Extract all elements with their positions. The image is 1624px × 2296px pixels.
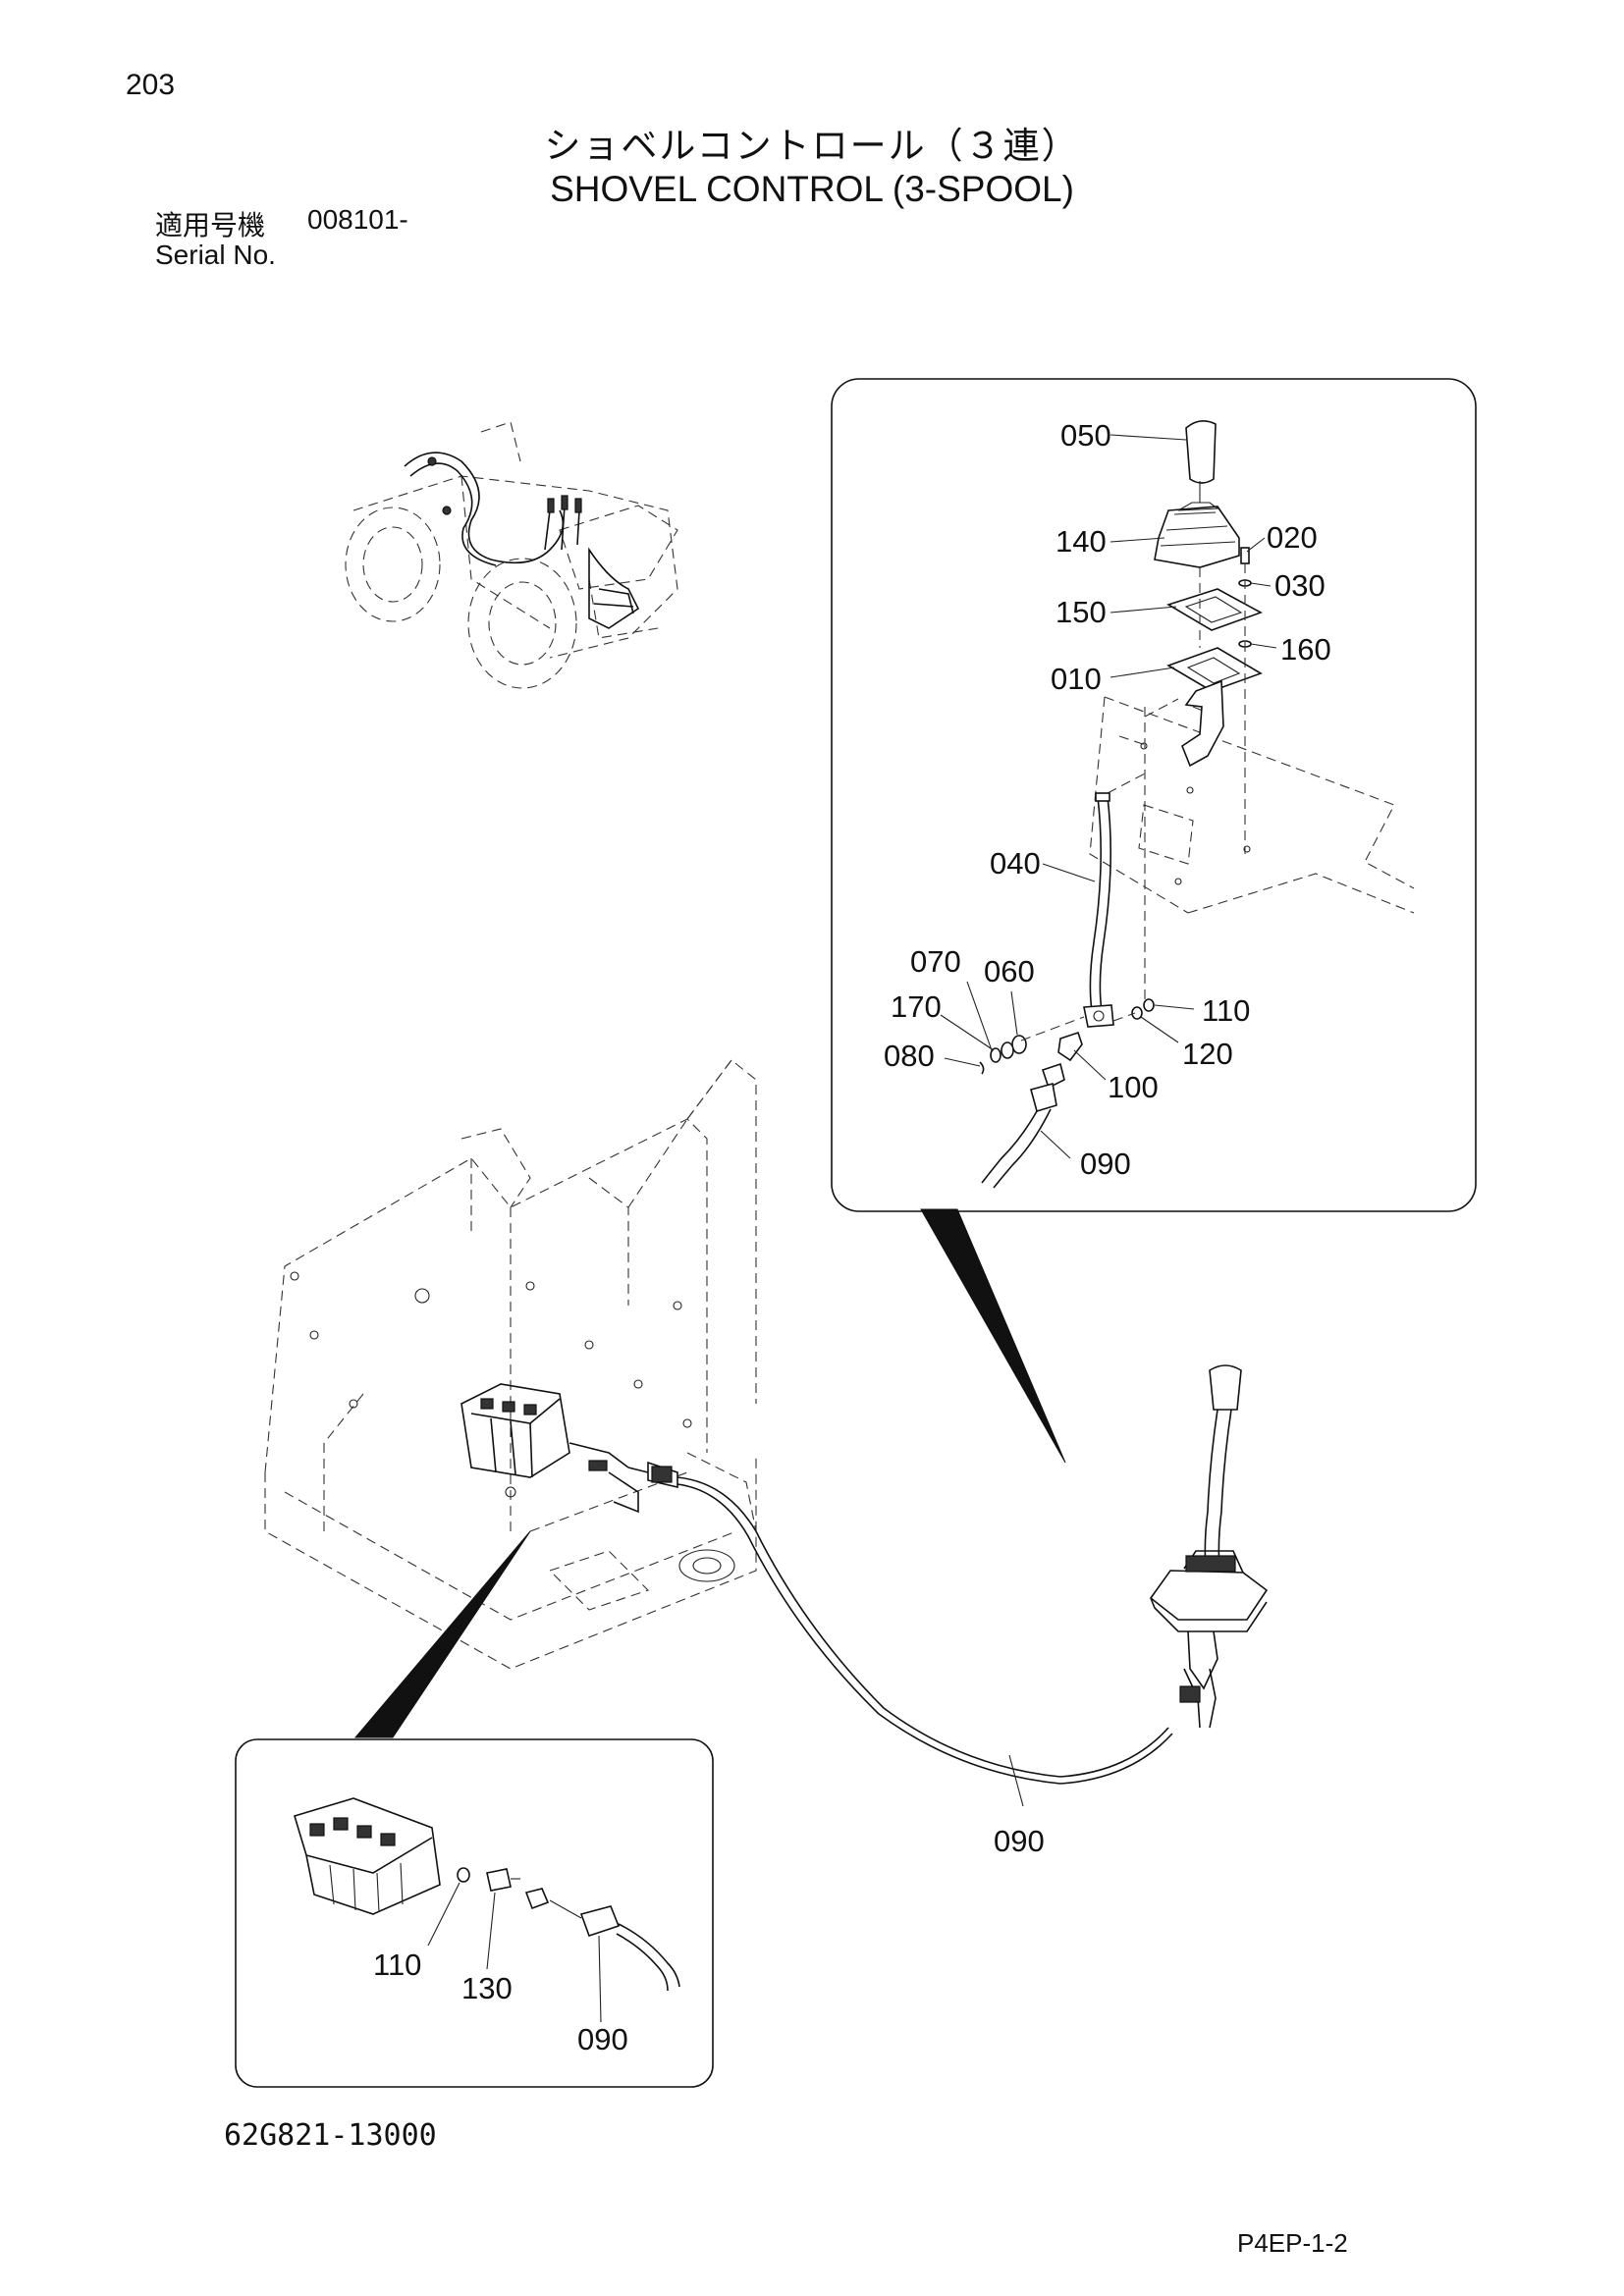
detail-wedge-pointers bbox=[353, 1208, 1066, 1738]
callout-100: 100 bbox=[1108, 1070, 1159, 1104]
callout-110: 110 bbox=[1202, 993, 1250, 1028]
callout-140: 140 bbox=[1056, 524, 1107, 559]
callout-040: 040 bbox=[990, 846, 1041, 881]
callout-060: 060 bbox=[984, 954, 1035, 988]
frame-and-valve-illustration bbox=[264, 1059, 1173, 1785]
valve-detail-box: 110 130 090 bbox=[235, 1738, 714, 2088]
callout-030: 030 bbox=[1274, 568, 1326, 603]
page-title-english: SHOVEL CONTROL (3-SPOOL) bbox=[550, 169, 1074, 209]
serial-label-japanese: 適用号機 bbox=[155, 209, 266, 241]
callout-170: 170 bbox=[891, 989, 942, 1024]
callout-010: 010 bbox=[1051, 662, 1102, 696]
callout-120: 120 bbox=[1182, 1037, 1233, 1071]
page-code: P4EP-1-2 bbox=[1237, 2228, 1348, 2258]
callout-080: 080 bbox=[884, 1039, 935, 1073]
callout-150: 150 bbox=[1056, 595, 1107, 629]
tractor-overview-illustration bbox=[345, 421, 678, 689]
callout-090-main: 090 bbox=[994, 1824, 1045, 1858]
serial-number-value: 008101- bbox=[307, 204, 408, 235]
page-title-japanese: ショベルコントロール（３連） bbox=[544, 125, 1080, 167]
callout-160: 160 bbox=[1280, 632, 1331, 667]
serial-label-english: Serial No. bbox=[155, 240, 276, 270]
lever-detail-box: 050 140 020 030 150 160 010 040 070 060 … bbox=[831, 378, 1477, 1212]
part-number: 62G821-13000 bbox=[224, 2118, 437, 2153]
cable-callout-group: 090 bbox=[994, 1754, 1045, 1858]
callout-070: 070 bbox=[910, 944, 961, 979]
callout-110-detail: 110 bbox=[373, 1948, 421, 1982]
callout-090: 090 bbox=[1080, 1147, 1131, 1181]
assembled-lever-illustration bbox=[1149, 1364, 1269, 1729]
callout-130: 130 bbox=[461, 1971, 513, 2005]
callout-020: 020 bbox=[1267, 520, 1318, 555]
callout-050: 050 bbox=[1060, 418, 1111, 453]
callout-090-detail: 090 bbox=[577, 2022, 628, 2056]
page-number: 203 bbox=[126, 69, 176, 101]
